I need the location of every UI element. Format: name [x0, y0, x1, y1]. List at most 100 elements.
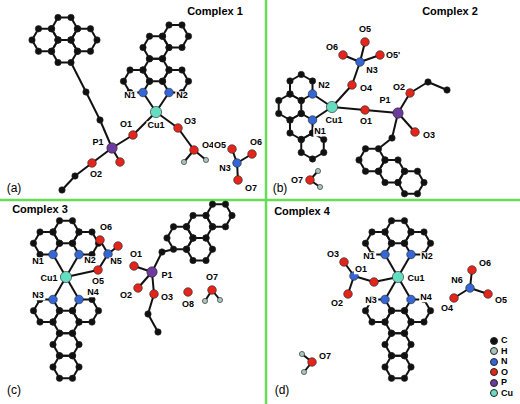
atom-ball: [276, 97, 282, 103]
atom-label: O4: [359, 84, 373, 93]
atom-label: N3: [364, 296, 378, 305]
atom-ball: [299, 351, 304, 356]
atom-ball: [208, 286, 217, 295]
atom-ball: [361, 106, 370, 115]
atom-label: Cu1: [324, 116, 343, 125]
atom-label: Cu1: [39, 274, 58, 283]
atom-ball: [401, 330, 407, 336]
atom-ball: [89, 319, 95, 325]
atom-label: O5: [91, 277, 105, 286]
atom-ball: [190, 257, 196, 263]
atom-ball: [362, 146, 368, 152]
atom-ball: [184, 288, 193, 297]
atom-ball: [388, 330, 394, 336]
panel-title: Complex 1: [186, 6, 244, 18]
atom-label: N1: [362, 252, 376, 261]
atom-ball: [69, 240, 75, 246]
legend-entry: C: [490, 336, 508, 345]
atom-ball: [298, 136, 304, 142]
atom-label: O2: [330, 299, 344, 308]
atom-label: O3: [422, 131, 436, 140]
atom-ball: [248, 150, 257, 159]
atom-ball: [30, 308, 36, 314]
atom-label: O6: [325, 43, 339, 52]
atom-label: N6: [450, 276, 464, 285]
atom-ball: [388, 308, 394, 314]
atom-label: O1: [359, 117, 373, 126]
atom-ball: [145, 311, 151, 317]
atom-ball: [165, 88, 174, 97]
atom-ball: [190, 146, 199, 155]
atom-ball: [298, 97, 304, 103]
panel-letter: (d): [274, 384, 291, 397]
legend-entry: O: [490, 368, 508, 377]
atom-ball: [50, 319, 56, 325]
atom-label: O3: [183, 117, 197, 126]
atom-ball: [181, 159, 186, 164]
atom-label: N1: [31, 257, 45, 266]
atom-ball: [140, 67, 146, 73]
atom-ball: [190, 235, 196, 241]
atom-ball: [35, 26, 41, 32]
atom-ball: [427, 308, 433, 314]
atom-ball: [229, 212, 235, 218]
atom-ball: [298, 110, 304, 116]
atom-ball: [408, 229, 414, 235]
atom-ball: [48, 48, 54, 54]
atom-ball: [94, 37, 100, 43]
atom-ball: [166, 44, 172, 50]
atom-ball: [146, 56, 152, 62]
atom-ball: [166, 22, 172, 28]
atom-ball: [75, 250, 84, 259]
atom-label: O7: [318, 352, 332, 361]
atom-ball: [179, 44, 185, 50]
atom-ball: [107, 143, 117, 153]
atom-ball: [190, 212, 196, 218]
atom-ball: [392, 271, 403, 282]
atom-ball: [381, 295, 390, 304]
legend-swatch: [490, 379, 498, 387]
atom-ball: [120, 78, 126, 84]
atom-ball: [339, 51, 348, 60]
atom-ball: [484, 290, 493, 299]
atom-label: O3: [326, 250, 340, 259]
atom-ball: [382, 157, 388, 163]
atom-ball: [50, 319, 56, 325]
atom-group: [29, 14, 493, 381]
atom-ball: [444, 87, 450, 93]
atom-ball: [68, 37, 74, 43]
atom-ball: [401, 353, 407, 359]
atom-ball: [382, 229, 388, 235]
atom-ball: [170, 224, 176, 230]
atom-ball: [56, 240, 62, 246]
legend-swatch: [490, 358, 498, 366]
atom-ball: [146, 78, 152, 84]
atom-ball: [369, 319, 375, 325]
atom-ball: [68, 37, 74, 43]
atom-ball: [276, 110, 282, 116]
atom-label: O2: [119, 291, 133, 300]
atom-ball: [421, 319, 427, 325]
atom-ball: [317, 184, 322, 189]
atom-ball: [76, 364, 82, 370]
atom-label: O5: [213, 141, 227, 150]
atom-ball: [408, 341, 414, 347]
bond-group: [32, 17, 488, 378]
atom-label: O6: [478, 259, 492, 268]
atom-ball: [203, 235, 209, 241]
atom-ball: [362, 240, 368, 246]
atom-ball: [134, 284, 143, 293]
atom-ball: [89, 229, 95, 235]
atom-ball: [406, 89, 415, 98]
atom-label: O1: [119, 120, 133, 129]
panel-divider: [265, 0, 268, 404]
panel-divider: [0, 199, 520, 202]
atom-ball: [203, 257, 209, 263]
atom-ball: [76, 229, 82, 235]
atom-ball: [179, 22, 185, 28]
atom-ball: [287, 117, 293, 123]
atom-ball: [382, 157, 388, 163]
atom-ball: [159, 249, 165, 255]
atom-label: N1: [123, 91, 137, 100]
atom-ball: [150, 106, 161, 117]
